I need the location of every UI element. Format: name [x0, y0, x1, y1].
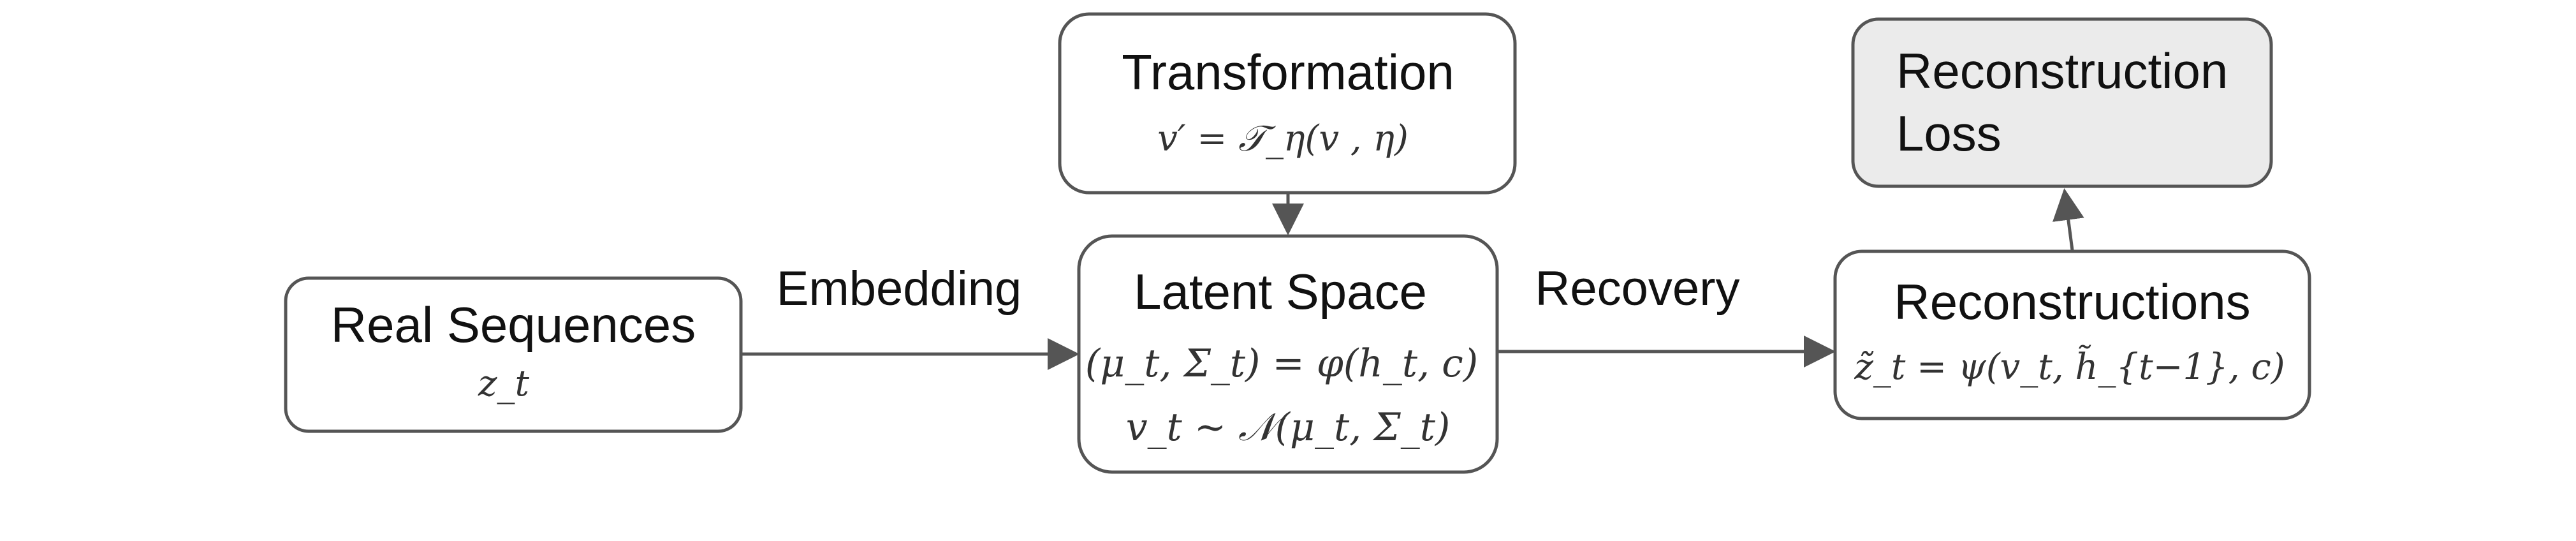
node-title: Latent Space	[1134, 263, 1427, 320]
edges: Embedding Recovery	[741, 188, 2084, 370]
node-box	[1833, 249, 2311, 420]
node-title-line-1: Reconstruction	[1896, 43, 2228, 99]
node-formula: z_t	[478, 363, 530, 404]
node-transformation: Transformation v′ = 𝒯_η(v , η)	[1058, 12, 1517, 195]
node-box	[1077, 234, 1499, 474]
node-title: Transformation	[1122, 44, 1454, 100]
node-formula-1: (μ_t, Σ_t) = φ(h_t, c)	[1085, 341, 1478, 386]
node-box	[1851, 17, 2273, 188]
node-box	[284, 276, 743, 433]
edge-label-embedding: Embedding	[777, 262, 1022, 316]
node-formula-2: v_t ∼ 𝒩(μ_t, Σ_t)	[1126, 405, 1451, 450]
node-title: Real Sequences	[331, 297, 696, 353]
node-formula: v′ = 𝒯_η(v , η)	[1157, 118, 1409, 159]
node-real-sequences: Real Sequences z_t	[284, 276, 743, 433]
node-box	[1058, 12, 1517, 195]
node-title: Reconstructions	[1894, 274, 2250, 330]
node-reconstructions: Reconstructions z̃_t = ψ(v_t, h̃_{t−1}, …	[1833, 249, 2311, 420]
node-reconstruction-loss: Reconstruction Loss	[1851, 17, 2273, 188]
node-latent-space: Latent Space (μ_t, Σ_t) = φ(h_t, c) v_t …	[1077, 234, 1499, 474]
node-formula: z̃_t = ψ(v_t, h̃_{t−1}, c)	[1854, 345, 2285, 388]
edge-reconstructions-to-loss	[2053, 188, 2084, 251]
node-title-line-2: Loss	[1896, 105, 2002, 161]
edge-label-recovery: Recovery	[1535, 262, 1740, 316]
